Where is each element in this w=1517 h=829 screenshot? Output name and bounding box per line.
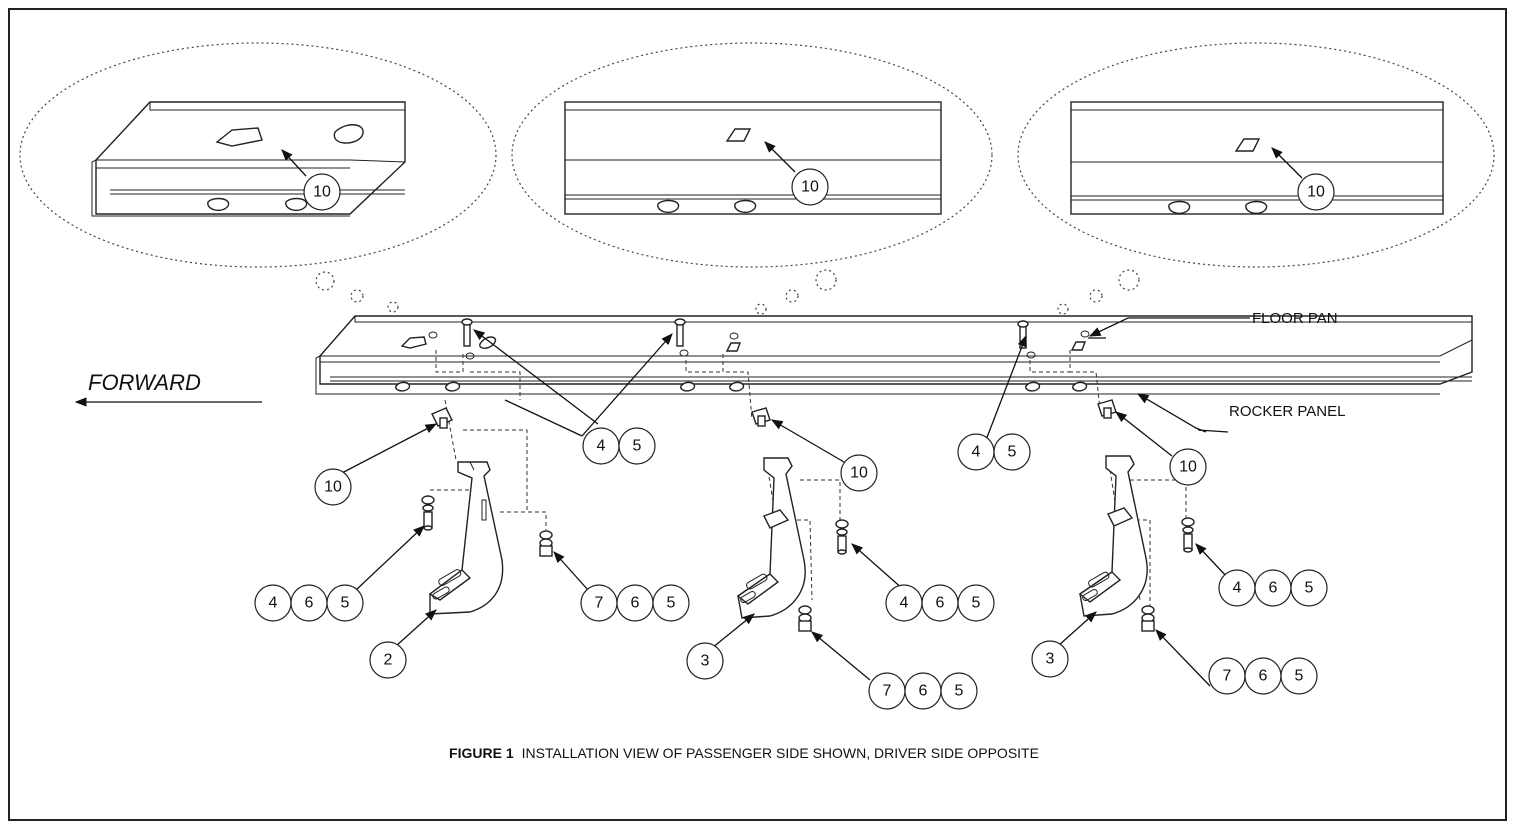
clip-nut-left	[431, 407, 453, 429]
svg-text:10: 10	[850, 465, 868, 482]
svg-text:6: 6	[631, 595, 640, 612]
stud-left	[461, 318, 475, 360]
svg-text:4: 4	[972, 444, 981, 461]
leader-arrows	[281, 141, 1303, 687]
figure-number: FIGURE 1	[449, 745, 514, 761]
forward-label: FORWARD	[88, 370, 201, 395]
callout-4-6-5-right: 4 6 5	[1218, 569, 1328, 607]
svg-text:5: 5	[633, 438, 642, 455]
figure-frame	[8, 8, 1507, 821]
svg-text:5: 5	[1295, 668, 1304, 685]
clip-nut-right	[1097, 399, 1117, 419]
callout-10-detail-left: 10	[303, 173, 341, 211]
callout-10-detail-right: 10	[1297, 173, 1335, 211]
svg-text:7: 7	[1223, 668, 1232, 685]
bolt-left	[421, 495, 435, 531]
clip-nut-middle	[751, 407, 771, 427]
rocker-panel-leader-tail	[1197, 429, 1229, 433]
bracket-left	[421, 350, 553, 615]
svg-text:5: 5	[1305, 580, 1314, 597]
callout-10-detail-middle: 10	[791, 168, 829, 206]
detail-bubble-left	[19, 42, 497, 268]
callout-7-6-5-right: 7 6 5	[1208, 657, 1318, 695]
callout-4-5-right: 4 5	[957, 433, 1031, 471]
callout-4-6-5-left: 4 6 5	[254, 584, 364, 622]
svg-text:5: 5	[955, 683, 964, 700]
svg-text:10: 10	[1307, 184, 1325, 201]
svg-text:4: 4	[269, 595, 278, 612]
figure-caption-text: INSTALLATION VIEW OF PASSENGER SIDE SHOW…	[522, 745, 1039, 761]
callout-3-bracket-right: 3	[1031, 640, 1069, 678]
callout-10-clip-left: 10	[314, 468, 352, 506]
figure-caption: FIGURE 1 INSTALLATION VIEW OF PASSENGER S…	[449, 745, 1039, 761]
svg-text:6: 6	[919, 683, 928, 700]
floor-pan-label: FLOOR PAN	[1252, 310, 1338, 327]
detail-bubble-right	[1017, 42, 1495, 268]
svg-text:7: 7	[595, 595, 604, 612]
svg-text:10: 10	[324, 479, 342, 496]
svg-text:5: 5	[972, 595, 981, 612]
callout-2-bracket: 2	[369, 641, 407, 679]
svg-text:5: 5	[341, 595, 350, 612]
svg-text:2: 2	[384, 652, 393, 669]
rocker-panel-label: ROCKER PANEL	[1229, 403, 1345, 420]
callout-10-clip-right: 10	[1169, 448, 1207, 486]
bolt-right	[1181, 517, 1195, 553]
callout-7-6-5-left: 7 6 5	[580, 584, 690, 622]
rocker-rail	[315, 315, 1473, 395]
callout-7-6-5-middle: 7 6 5	[868, 672, 978, 710]
detail-rail-left	[91, 101, 406, 217]
svg-text:10: 10	[1179, 459, 1197, 476]
nut-left	[539, 530, 553, 557]
bracket-middle	[685, 354, 849, 632]
forward-indicator: FORWARD	[74, 370, 262, 407]
detail-bubble-middle	[511, 42, 993, 268]
svg-text:4: 4	[597, 438, 606, 455]
svg-text:10: 10	[801, 179, 819, 196]
svg-text:6: 6	[1259, 668, 1268, 685]
callout-10-clip-middle: 10	[840, 454, 878, 492]
connector-dots-middle	[755, 269, 837, 315]
svg-text:4: 4	[900, 595, 909, 612]
svg-text:3: 3	[701, 653, 710, 670]
detail-rail-right	[1070, 101, 1444, 215]
svg-text:6: 6	[305, 595, 314, 612]
callout-4-5-left: 4 5	[582, 427, 656, 465]
bolt-middle	[835, 519, 849, 555]
svg-text:4: 4	[1233, 580, 1242, 597]
callout-3-bracket-middle: 3	[686, 642, 724, 680]
svg-text:5: 5	[667, 595, 676, 612]
stud-middle	[674, 318, 689, 357]
connector-dots-left	[315, 271, 399, 313]
svg-text:7: 7	[883, 683, 892, 700]
nut-middle	[798, 605, 812, 632]
svg-text:10: 10	[313, 184, 331, 201]
callout-4-6-5-middle: 4 6 5	[885, 584, 995, 622]
detail-rail-middle	[564, 101, 942, 215]
svg-text:3: 3	[1046, 651, 1055, 668]
svg-text:5: 5	[1008, 444, 1017, 461]
svg-text:6: 6	[936, 595, 945, 612]
svg-text:6: 6	[1269, 580, 1278, 597]
connector-dots-right	[1057, 269, 1140, 315]
nut-right	[1141, 605, 1155, 632]
bracket-right	[1029, 350, 1195, 632]
